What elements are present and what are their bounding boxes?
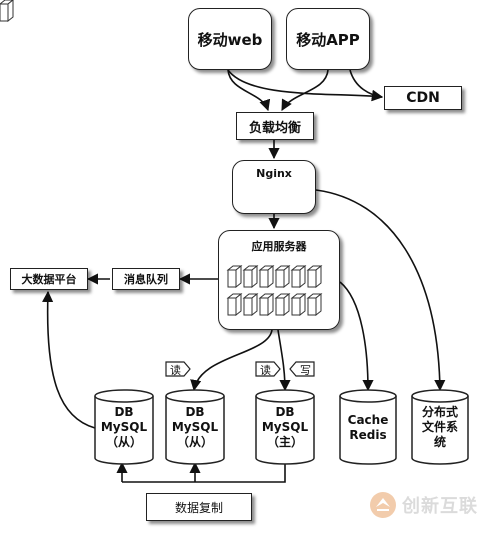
app-server-label: 应用服务器 (251, 240, 307, 253)
fs-line3: 统 (433, 435, 446, 449)
db-master-line2: MySQL (261, 420, 309, 434)
db-slave-2-line1: DB (185, 405, 205, 419)
big-data-label: 大数据平台 (21, 273, 77, 286)
db-master-line1: DB (275, 405, 295, 419)
write-tag-shape (289, 361, 315, 377)
message-queue-label: 消息队列 (124, 273, 168, 286)
db1-to-bigdata-line (42, 290, 96, 429)
db-slave-1-line1: DB (114, 405, 134, 419)
big-data-box: 大数据平台 (10, 268, 88, 290)
cache-line2: Redis (349, 428, 387, 442)
db-slave-1-line3: （从） (105, 435, 142, 449)
nginx-label: Nginx (256, 167, 292, 180)
db-master-line3: （主） (266, 435, 303, 449)
web-to-cdn-line (227, 69, 384, 102)
db-slave-2-line2: MySQL (171, 420, 219, 434)
app-server-icons (0, 0, 322, 316)
cdn-label: CDN (406, 90, 440, 106)
nginx-to-fs-line (315, 189, 446, 392)
web-to-lb-line (227, 69, 271, 112)
mobile-app-label: 移动APP (296, 30, 360, 49)
cdn-box: CDN (384, 86, 462, 110)
replication-label: 数据复制 (174, 500, 223, 515)
nginx-box: Nginx (232, 160, 316, 214)
mobile-web-label: 移动web (197, 30, 263, 49)
appserver-to-db2-line (190, 329, 273, 392)
db-slave-1-line2: MySQL (100, 420, 148, 434)
appserver-to-cache-line (339, 281, 374, 392)
cache-line1: Cache (347, 413, 389, 427)
app-to-lb-line (281, 69, 329, 111)
mobile-app-box: 移动APP (286, 8, 370, 70)
watermark-logo-icon (370, 492, 396, 518)
appserver-to-db3-line (277, 329, 291, 392)
cache-cylinder (339, 389, 397, 465)
replication-box: 数据复制 (146, 493, 252, 521)
db-slave-2-line3: （从） (176, 435, 213, 449)
fs-line1: 分布式 (421, 405, 458, 419)
fs-line2: 文件系 (421, 420, 458, 434)
load-balancer-label: 负载均衡 (248, 120, 301, 136)
read-tag-2: 读 (260, 364, 271, 377)
mobile-web-box: 移动web (188, 8, 272, 70)
read-tag-1: 读 (170, 364, 181, 377)
message-queue-box: 消息队列 (112, 268, 180, 290)
db-slave-1-cylinder (94, 389, 154, 465)
db-master-cylinder (255, 389, 315, 465)
write-tag: 写 (300, 364, 311, 377)
watermark-text: 创新互联 (402, 496, 478, 517)
read-tag-2-shape (255, 361, 281, 377)
watermark: 创新互联 (368, 490, 478, 520)
app-to-cdn-line (349, 69, 384, 101)
fs-cylinder (411, 389, 469, 465)
replication-line (122, 462, 286, 483)
app-server-box: 应用服务器 (218, 230, 340, 330)
load-balancer-box: 负载均衡 (236, 112, 314, 140)
read-tag-1-shape (165, 361, 191, 377)
db-slave-2-cylinder (165, 389, 225, 465)
